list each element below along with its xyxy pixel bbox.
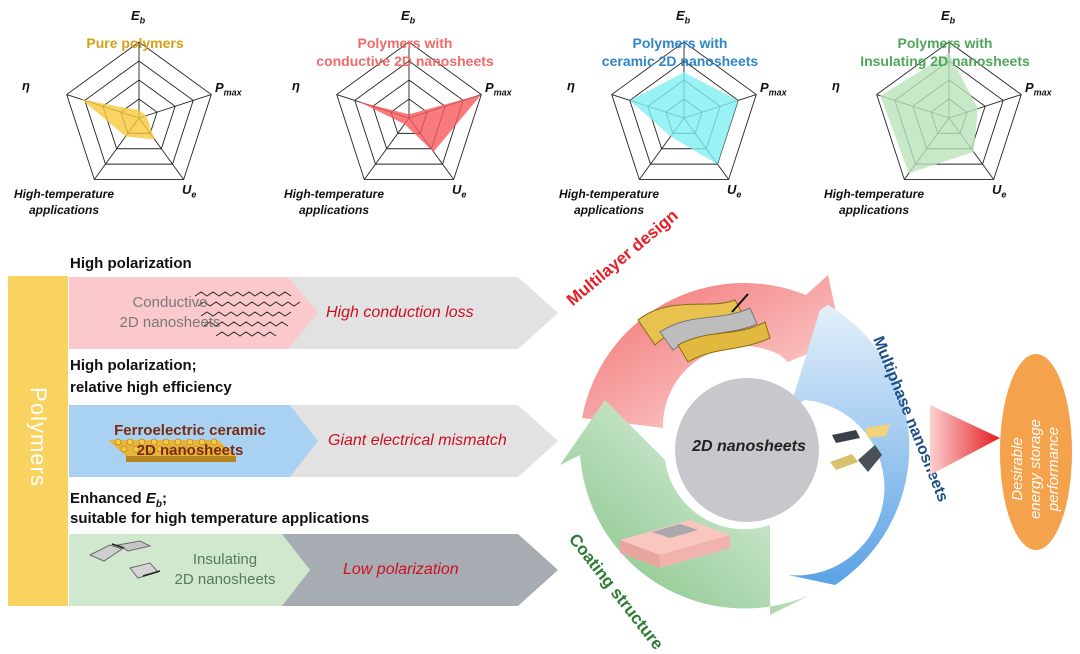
axis-label-eta: η	[22, 78, 30, 93]
row1-heading: High polarization	[70, 255, 192, 272]
axis-label-eb: Eb	[401, 8, 416, 26]
conductive-label: Conductive 2D nanosheets	[119, 294, 221, 331]
graphene-sheet-icon	[194, 291, 301, 337]
axis-label-ue: Ue	[182, 182, 197, 200]
cycle-diagram	[560, 275, 910, 615]
row2-heading: High polarization; relative high efficie…	[70, 357, 232, 396]
radar-grid-ring	[84, 60, 194, 165]
radar-grid-ring	[336, 41, 482, 180]
radar-data-area	[629, 72, 739, 165]
ceramic-label: Ferroelectric ceramic 2D nanosheets	[114, 422, 266, 459]
center-label: 2D nanosheets	[692, 438, 806, 455]
axis-label-eta: η	[567, 78, 575, 93]
row3-heading: Enhanced Eb;	[70, 490, 167, 510]
multilayer-film-icon	[637, 293, 771, 363]
coating-sector	[560, 400, 810, 615]
radar-data-area	[880, 53, 978, 174]
axis-label-pmax: Pmax	[760, 80, 787, 98]
multiphase-sector	[788, 305, 910, 585]
row3-colored-arrow	[69, 534, 310, 606]
multiphase-flakes-icon	[830, 424, 890, 472]
insulating-label: Insulating 2D nanosheets	[174, 551, 276, 588]
radar-title: Polymers with Insulating 2D nanosheets	[860, 35, 1030, 69]
radar-grid-ring	[876, 41, 1022, 180]
axis-label-high-temperature: High-temperature applications	[823, 187, 924, 217]
axis-label-eb: Eb	[676, 8, 691, 26]
axis-label-eta: η	[832, 78, 840, 93]
insulating-flakes-icon	[88, 540, 161, 579]
radar-grid-ring	[354, 60, 464, 165]
radar-chart-4: Polymers with Insulating 2D nanosheets Eb…	[810, 0, 1080, 225]
radar-grid-ring	[611, 41, 757, 180]
radar-grid-ring	[629, 60, 739, 165]
axis-label-eb: Eb	[941, 8, 956, 26]
radar-grid-ring	[102, 79, 176, 150]
polymers-bar: Polymers	[8, 276, 68, 606]
outcome-ellipse	[1000, 354, 1072, 550]
axis-label-pmax: Pmax	[485, 80, 512, 98]
radar-grid-ring	[372, 79, 446, 150]
axis-label-ue: Ue	[727, 182, 742, 200]
radar-grid-ring	[390, 98, 428, 134]
mismatch-text: Giant electrical mismatch	[328, 432, 507, 449]
outcome-cone	[930, 405, 1000, 475]
axis-label-eta: η	[292, 78, 300, 93]
radar-data-area	[81, 99, 155, 140]
axis-label-high-temperature: High-temperature applications	[13, 187, 114, 217]
axis-label-eb: Eb	[131, 8, 146, 26]
row3-heading-line2: suitable for high temperature applicatio…	[70, 510, 370, 527]
radar-title: Polymers with conductive 2D nanosheets	[316, 35, 494, 69]
coating-block-icon	[620, 520, 730, 568]
radar-grid-ring	[66, 41, 212, 180]
radar-chart-2: Polymers with conductive 2D nanosheets Eb…	[270, 0, 540, 225]
radar-data-area	[358, 94, 482, 152]
axis-label-pmax: Pmax	[215, 80, 242, 98]
axis-label-ue: Ue	[452, 182, 467, 200]
radar-title: Polymers with ceramic 2D nanosheets	[601, 35, 759, 69]
radar-spoke	[138, 94, 212, 119]
low-polarization-text: Low polarization	[343, 561, 459, 578]
axis-label-high-temperature: High-temperature applications	[558, 187, 659, 217]
arrows-layer	[69, 277, 558, 606]
conduction-loss-text: High conduction loss	[326, 304, 474, 321]
axis-label-ue: Ue	[992, 182, 1007, 200]
radar-spoke	[363, 117, 410, 180]
axis-label-high-temperature: High-temperature applications	[283, 187, 384, 217]
ceramic-crystal-icon	[108, 438, 236, 462]
axis-label-pmax: Pmax	[1025, 80, 1052, 98]
center-circle	[675, 378, 819, 522]
outcome-label: Desirable energy storage performance	[1009, 418, 1062, 520]
radar-title: Pure polymers	[86, 35, 184, 51]
